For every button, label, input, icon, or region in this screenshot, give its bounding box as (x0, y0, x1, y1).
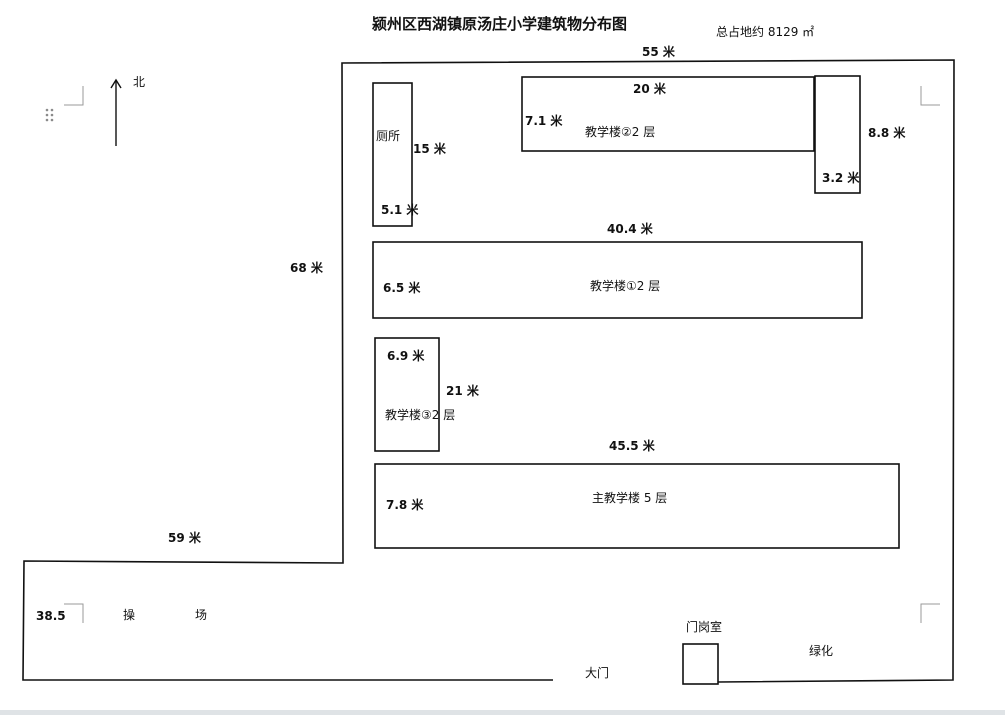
drag-handle-icon[interactable] (45, 108, 54, 122)
annex-building-outline (814, 75, 861, 194)
north-label: 北 (133, 75, 146, 89)
main-teaching-building-outline (374, 463, 900, 549)
teaching-1-name: 教学楼①2 层 (590, 279, 661, 293)
playground-label-2: 场 (195, 608, 208, 622)
teaching-building-3-outline (374, 337, 440, 452)
toilet-length: 15 米 (413, 142, 446, 156)
main-building-width: 7.8 米 (386, 498, 424, 512)
west-height-label: 68 米 (290, 261, 323, 275)
playground-height-label: 38.5 (36, 609, 66, 623)
teaching-2-width: 7.1 米 (525, 114, 563, 128)
gate-label: 大门 (585, 666, 610, 680)
toilet-outline (372, 82, 413, 227)
total-area-label: 总占地约 8129 ㎡ (716, 25, 815, 39)
bottom-scroll-bar (0, 710, 1005, 715)
teaching-1-length: 40.4 米 (607, 222, 653, 236)
teaching-3-length: 21 米 (446, 384, 479, 398)
teaching-2-name: 教学楼②2 层 (585, 125, 656, 139)
annex-length: 8.8 米 (868, 126, 906, 140)
greenery-label: 绿化 (809, 644, 834, 658)
main-building-name: 主教学楼 5 层 (592, 491, 668, 505)
teaching-building-2-outline (521, 76, 815, 152)
page-corner-marks (64, 86, 940, 623)
diagram-title: 颍州区西湖镇原汤庄小学建筑物分布图 (372, 15, 628, 33)
main-building-length: 45.5 米 (609, 439, 655, 453)
teaching-building-1-outline (372, 241, 863, 319)
gatehouse-name: 门岗室 (686, 620, 723, 634)
north-arrow-icon (110, 78, 122, 146)
playground-label-1: 操 (123, 608, 136, 622)
teaching-1-width: 6.5 米 (383, 281, 421, 295)
playground-width-label: 59 米 (168, 531, 201, 545)
teaching-2-length: 20 米 (633, 82, 666, 96)
site-boundary (22, 59, 955, 683)
toilet-name: 厕所 (376, 129, 401, 143)
toilet-width: 5.1 米 (381, 203, 419, 217)
top-width-label: 55 米 (642, 45, 675, 59)
teaching-3-name: 教学楼③2 层 (385, 408, 456, 422)
teaching-3-width: 6.9 米 (387, 349, 425, 363)
gatehouse-outline (682, 643, 719, 685)
annex-width: 3.2 米 (822, 171, 860, 185)
